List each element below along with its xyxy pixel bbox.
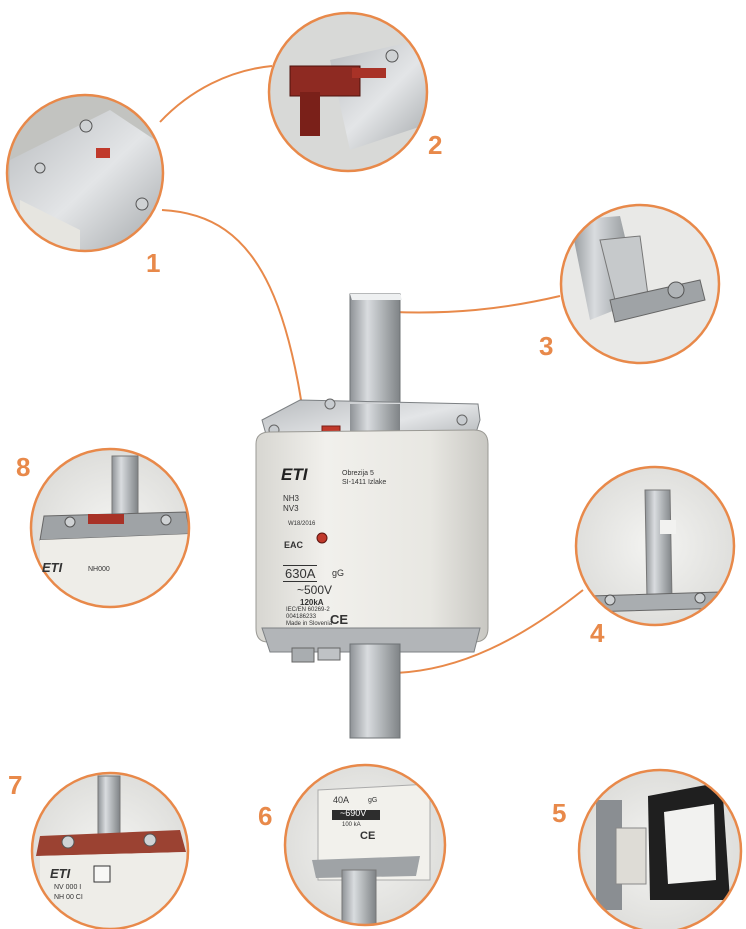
detail6-rating: 40A bbox=[333, 795, 350, 805]
fuse-voltage: ~500V bbox=[297, 583, 333, 597]
detail6-breaking: 100 kA bbox=[342, 822, 361, 828]
detail6-voltage: ~690V bbox=[340, 808, 367, 818]
indicator-dot bbox=[316, 532, 328, 544]
connector-3 bbox=[392, 295, 561, 314]
detail-circle-5 bbox=[577, 768, 743, 929]
callout-number-1: 1 bbox=[146, 248, 161, 278]
detail7-line1: NV 000 I bbox=[54, 884, 82, 891]
detail-circle-6 bbox=[283, 763, 447, 927]
fuse-label-top2: SI-1411 Izlake bbox=[342, 479, 387, 486]
callout-number-8: 8 bbox=[16, 452, 31, 482]
detail-circle-2 bbox=[267, 11, 429, 173]
callout-number-5: 5 bbox=[552, 798, 567, 828]
detail-circle-8 bbox=[29, 447, 191, 609]
detail6-ce-mark: CE bbox=[360, 830, 376, 842]
fuse-type-line1: NH3 bbox=[283, 494, 300, 503]
fuse-body bbox=[255, 429, 489, 643]
fuse-standard: IEC/EN 60269-2 bbox=[286, 607, 330, 613]
bottom-plate bbox=[261, 627, 481, 653]
fuse-code: 004186233 bbox=[286, 614, 317, 620]
detail8-line1: NH000 bbox=[88, 566, 110, 573]
callout-number-6: 6 bbox=[258, 801, 273, 831]
bottom-blade bbox=[349, 643, 401, 739]
callout-number-2: 2 bbox=[428, 130, 443, 160]
fuse-breaking-capacity: 120kA bbox=[300, 598, 324, 607]
fuse-rating: 630A bbox=[283, 565, 318, 582]
fuse-origin: Made in Slovenia bbox=[286, 621, 333, 627]
eac-mark: EAC bbox=[284, 540, 304, 550]
callout-number-4: 4 bbox=[590, 618, 605, 648]
fuse-small-code: W18/2016 bbox=[288, 521, 316, 527]
detail7-brand: ETI bbox=[50, 866, 71, 881]
fuse-brand-logo: ETI bbox=[281, 465, 308, 484]
detail-circle-7 bbox=[30, 771, 190, 929]
callout-number-3: 3 bbox=[539, 331, 554, 361]
detail8-brand: ETI bbox=[42, 560, 63, 575]
callout-number-7: 7 bbox=[8, 770, 23, 800]
fuse-class: gG bbox=[332, 568, 345, 578]
connector-1-2 bbox=[159, 65, 273, 123]
detail7-line2: NH 00 CI bbox=[54, 894, 83, 901]
main-fuse bbox=[255, 293, 489, 739]
fuse-type-line2: NV3 bbox=[283, 504, 299, 513]
detail-circle-4 bbox=[574, 465, 736, 627]
fuse-label-top1: Obrezija 5 bbox=[342, 470, 374, 477]
detail6-class: gG bbox=[368, 797, 378, 804]
detail-circle-1 bbox=[5, 93, 165, 253]
detail-circle-3 bbox=[559, 203, 721, 365]
connector-4 bbox=[395, 589, 584, 674]
ce-mark: CE bbox=[330, 612, 349, 627]
